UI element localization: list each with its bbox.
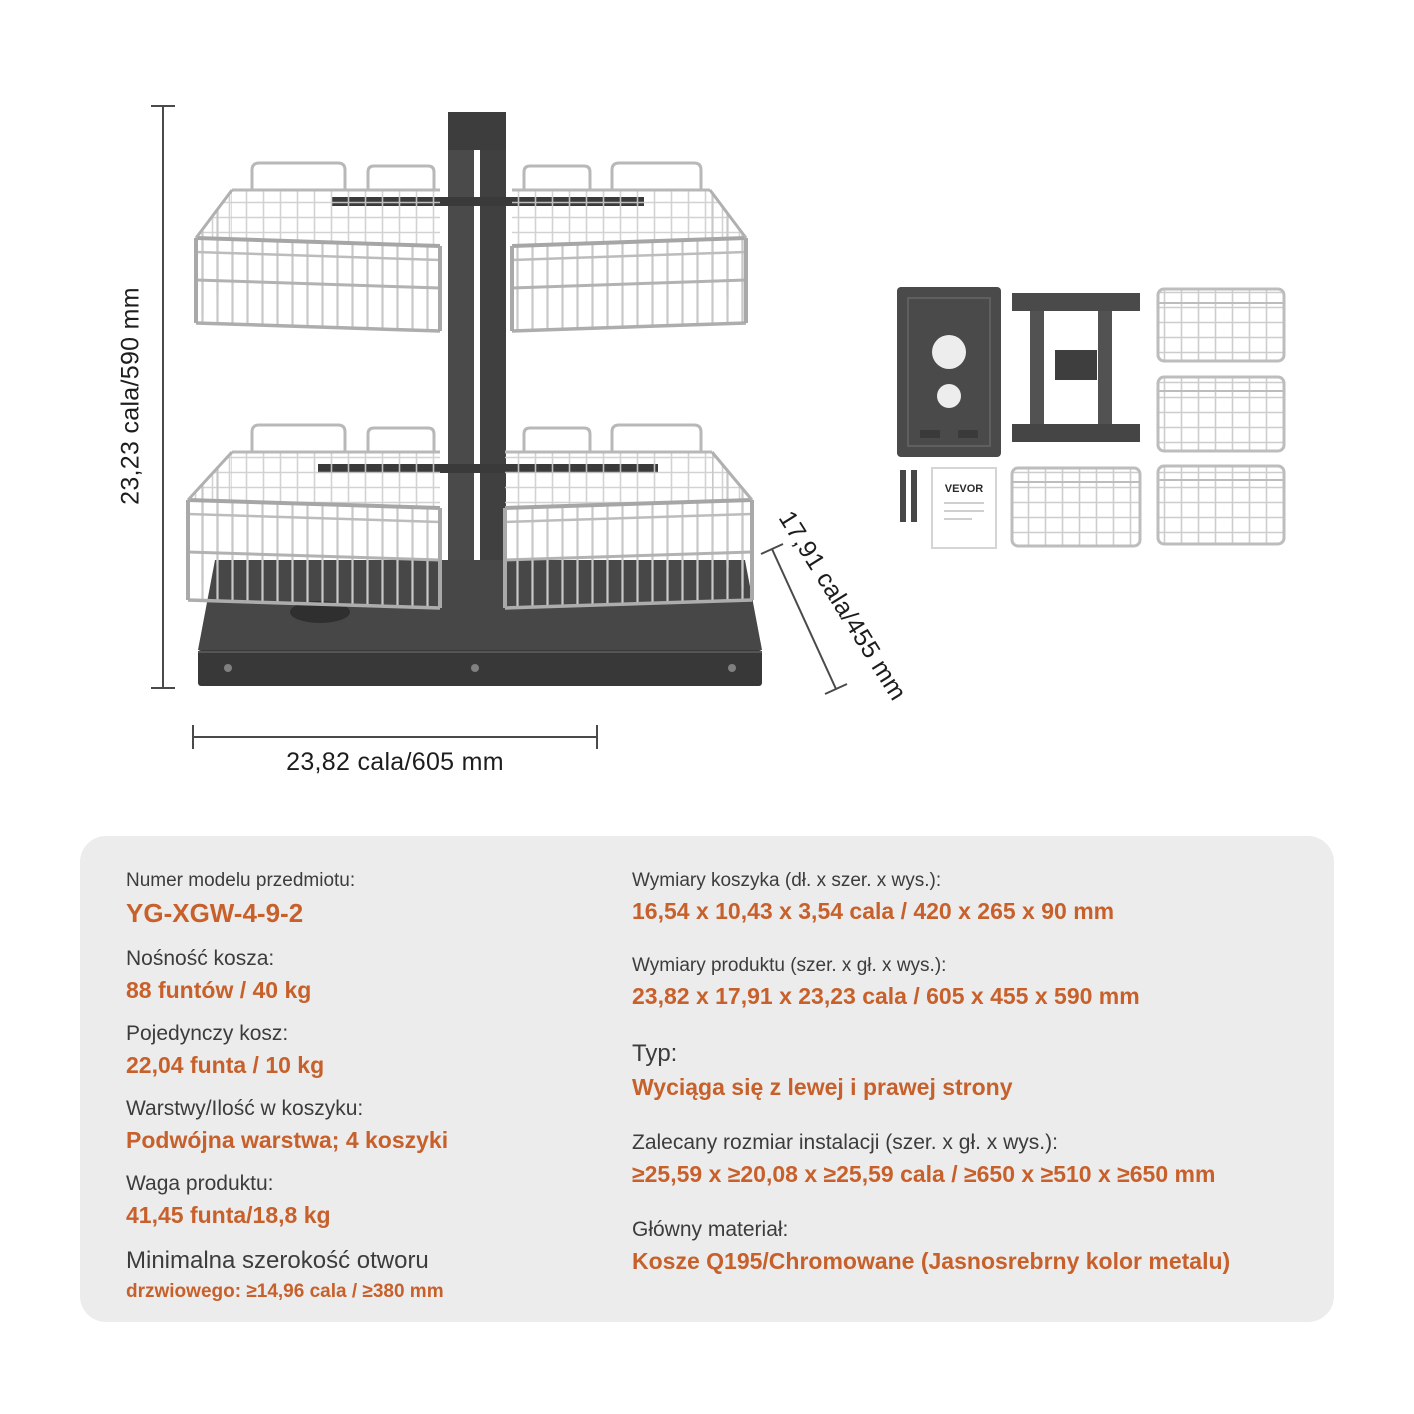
dimension-width-label: 23,82 cala/605 mm — [286, 748, 504, 776]
spec-item-min-door-width: Minimalna szerokość otworu drzwiowego: ≥… — [126, 1247, 586, 1303]
spec-column-left: Numer modelu przedmiotu: YG-XGW-4-9-2 No… — [126, 870, 586, 1321]
top-left-basket — [194, 161, 442, 333]
spec-label: Typ: — [632, 1040, 678, 1067]
spec-item-type: Typ: Wyciąga się z lewej i prawej strony — [632, 1040, 1302, 1101]
bottom-right-basket — [503, 423, 754, 610]
spec-value: Kosze Q195/Chromowane (Jasnosrebrny kolo… — [632, 1248, 1231, 1274]
bottom-left-basket — [186, 423, 442, 610]
spec-label: Główny materiał: — [632, 1218, 789, 1241]
spec-value: 41,45 funta/18,8 kg — [126, 1202, 331, 1228]
spec-item-recommended-install-size: Zalecany rozmiar instalacji (szer. x gł.… — [632, 1131, 1302, 1188]
spec-item-product-dimensions: Wymiary produktu (szer. x gł. x wys.): 2… — [632, 955, 1302, 1010]
spec-item-single-basket: Pojedynczy kosz: 22,04 funta / 10 kg — [126, 1022, 586, 1079]
spec-value: drzwiowego: ≥14,96 cala / ≥380 mm — [126, 1281, 444, 1302]
spec-item-product-weight: Waga produktu: 41,45 funta/18,8 kg — [126, 1172, 586, 1229]
manual-brand-text: VEVOR — [945, 483, 984, 495]
spec-value: Podwójna warstwa; 4 koszyki — [126, 1127, 449, 1153]
spec-value: YG-XGW-4-9-2 — [126, 898, 304, 928]
basket-part-3 — [1156, 464, 1286, 546]
dimension-lines — [151, 105, 848, 749]
back-panel-part — [897, 287, 1001, 457]
basket-part-1 — [1156, 287, 1286, 363]
basket-part-2 — [1156, 375, 1286, 453]
basket-part-4 — [1010, 466, 1142, 548]
spec-label: Waga produktu: — [126, 1172, 274, 1195]
spec-value: 88 funtów / 40 kg — [126, 977, 312, 1003]
spec-label: Wymiary produktu (szer. x gł. x wys.): — [632, 955, 947, 976]
manual-card: VEVOR — [931, 467, 997, 549]
spec-label: Minimalna szerokość otworu — [126, 1247, 429, 1274]
spec-label: Wymiary koszyka (dł. x szer. x wys.): — [632, 870, 942, 891]
spec-label: Zalecany rozmiar instalacji (szer. x gł.… — [632, 1131, 1058, 1154]
spec-value: Wyciąga się z lewej i prawej strony — [632, 1074, 1013, 1100]
spec-label: Pojedynczy kosz: — [126, 1022, 289, 1045]
corner-frame-part — [1012, 293, 1140, 442]
spec-item-layers: Warstwy/Ilość w koszyku: Podwójna warstw… — [126, 1097, 586, 1154]
spec-column-right: Wymiary koszyka (dł. x szer. x wys.): 16… — [632, 870, 1302, 1305]
spec-value: 22,04 funta / 10 kg — [126, 1052, 325, 1078]
spec-panel: Numer modelu przedmiotu: YG-XGW-4-9-2 No… — [80, 836, 1334, 1322]
spec-label: Nośność kosza: — [126, 947, 275, 970]
spec-value: 16,54 x 10,43 x 3,54 cala / 420 x 265 x … — [632, 898, 1115, 924]
top-right-basket — [510, 161, 748, 333]
spec-value: ≥25,59 x ≥20,08 x ≥25,59 cala / ≥650 x ≥… — [632, 1161, 1216, 1187]
spec-item-basket-dimensions: Wymiary koszyka (dł. x szer. x wys.): 16… — [632, 870, 1302, 925]
spec-item-main-material: Główny materiał: Kosze Q195/Chromowane (… — [632, 1218, 1302, 1275]
rail-pins-part — [900, 470, 917, 522]
product-illustration: VEVOR — [151, 105, 1286, 749]
dimension-height-label: 23,23 cala/590 mm — [116, 287, 145, 505]
bottom-rail — [198, 650, 762, 686]
spec-item-model-number: Numer modelu przedmiotu: YG-XGW-4-9-2 — [126, 870, 586, 929]
spec-label: Numer modelu przedmiotu: — [126, 870, 356, 891]
spec-item-basket-load: Nośność kosza: 88 funtów / 40 kg — [126, 947, 586, 1004]
spec-value: 23,82 x 17,91 x 23,23 cala / 605 x 455 x… — [632, 983, 1140, 1009]
spec-label: Warstwy/Ilość w koszyku: — [126, 1097, 364, 1120]
